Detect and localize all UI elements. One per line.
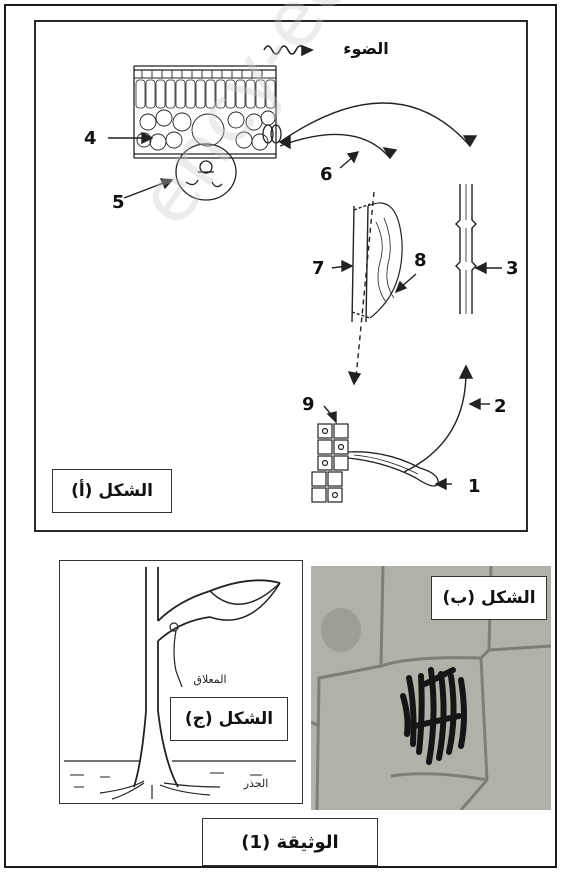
figure-a-panel: الضوء [34,20,528,532]
figure-b-label: الشكل (ب) [431,576,547,620]
leaf-cross-section [134,66,281,200]
figure-a-label: الشكل (أ) [52,469,172,513]
label-6: 6 [320,164,333,185]
light-label: الضوء [343,39,388,58]
label-3: 3 [506,258,519,279]
label-7: 7 [312,258,325,279]
figure-a-diagram: الضوء [36,22,526,530]
document-title: الوثيقة (1) [202,818,378,866]
xylem-vessel [456,184,476,314]
label-2: 2 [494,396,507,417]
root-label: الجذر [243,777,269,790]
label-8: 8 [414,250,427,271]
label-9: 9 [302,394,315,415]
label-1: 1 [468,476,481,497]
figure-c-panel: المعلاق الجذر الشكل (ج) [59,560,303,804]
light-rays-icon [264,46,312,55]
label-5: 5 [112,192,125,213]
transport-arrows [280,103,476,472]
label-4: 4 [84,128,97,149]
pointer-arrows [108,133,502,489]
figure-b-panel: الشكل (ب) [311,566,551,810]
tendril-label: المعلاق [193,673,226,686]
plant-drawing: المعلاق الجذر [60,561,300,801]
figure-c-label: الشكل (ج) [170,697,288,741]
phloem-tube [352,203,402,322]
